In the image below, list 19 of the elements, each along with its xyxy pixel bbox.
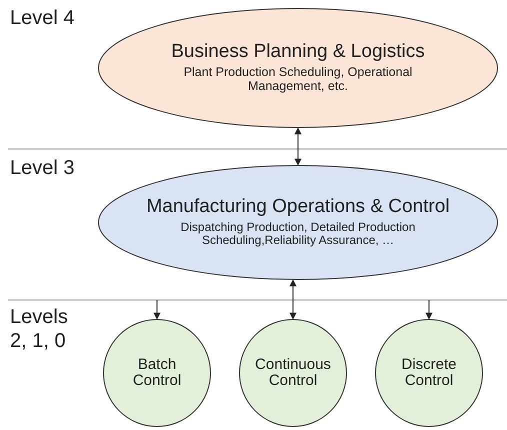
level-label: Levels 2, 1, 0 bbox=[10, 305, 69, 353]
level-ellipse bbox=[98, 165, 498, 280]
node-description: Plant Production Scheduling, Operational Management, etc. bbox=[182, 66, 414, 94]
node-title: Discrete Control bbox=[400, 356, 458, 390]
node-title: Manufacturing Operations & Control bbox=[146, 197, 450, 218]
level-ellipse bbox=[98, 8, 498, 128]
node-description: Dispatching Production, Detailed Production Scheduling,Reliability Assurance, … bbox=[180, 221, 416, 248]
control-circle bbox=[239, 319, 347, 427]
level-label: Level 3 bbox=[10, 156, 76, 180]
arrow bbox=[154, 300, 160, 320]
node-title: Continuous Control bbox=[254, 356, 332, 390]
arrow bbox=[426, 300, 432, 320]
control-circle bbox=[103, 319, 211, 427]
arrow bbox=[294, 127, 302, 166]
node-title: Batch Control bbox=[132, 356, 182, 390]
node-title: Business Planning & Logistics bbox=[171, 42, 425, 64]
arrow bbox=[290, 279, 296, 320]
control-circle bbox=[375, 319, 483, 427]
level-label: Level 4 bbox=[10, 6, 76, 30]
